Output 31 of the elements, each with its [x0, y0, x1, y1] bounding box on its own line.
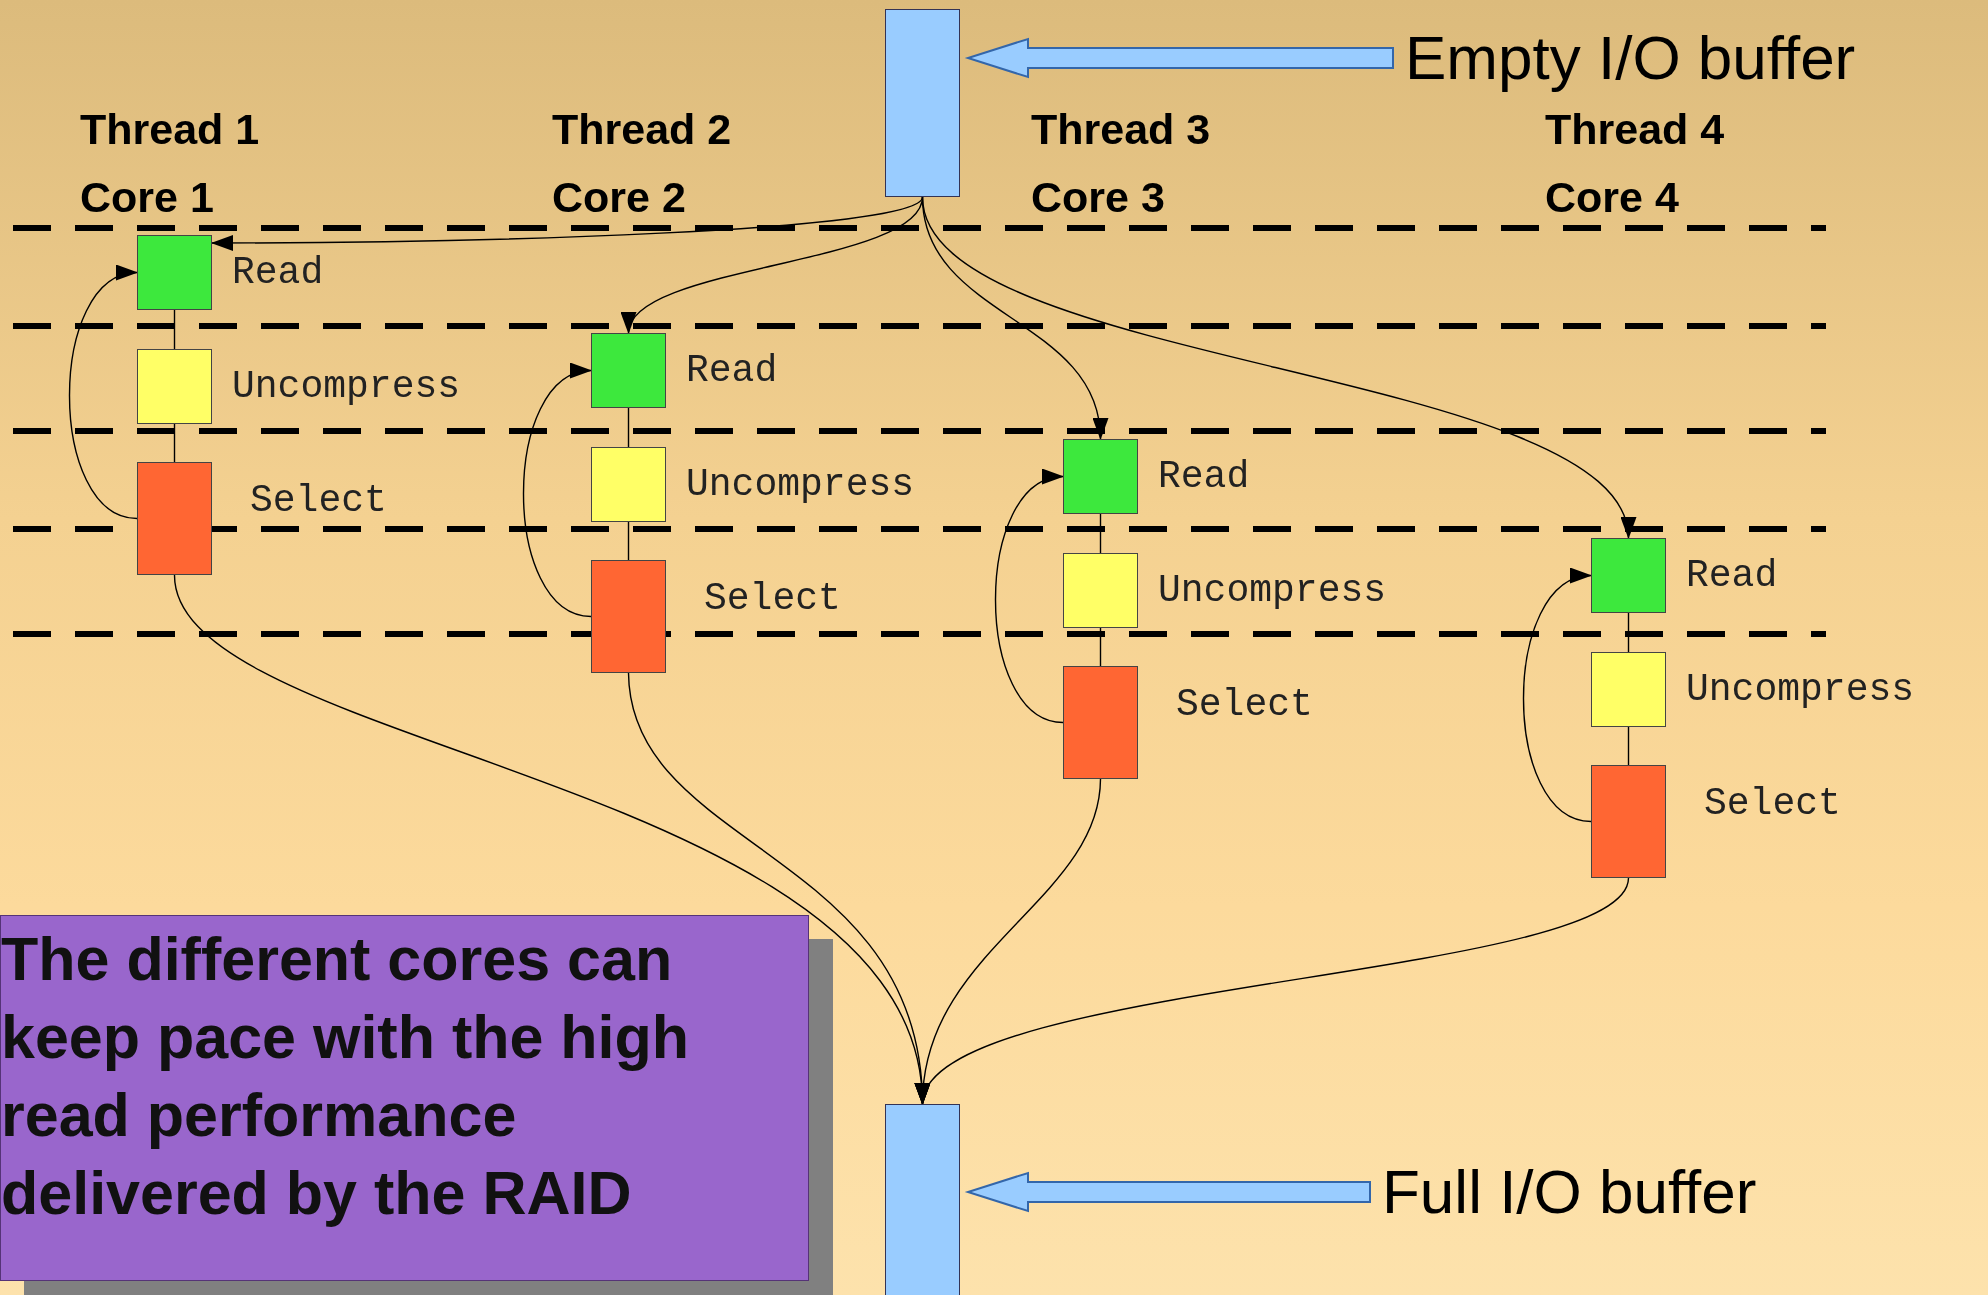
buffer-label: Empty I/O buffer [1405, 24, 1856, 93]
column-heading: Thread 2 [552, 108, 732, 151]
column-heading: Thread 4 [1545, 108, 1725, 151]
step-label: Select [250, 482, 387, 520]
connector-line [1099, 627, 1102, 667]
step-label: Select [704, 580, 841, 618]
step-label: Select [1704, 785, 1841, 823]
connector-line [627, 521, 630, 561]
step-label: Read [232, 253, 324, 292]
buffer-label: Full I/O buffer [1382, 1158, 1757, 1227]
note-text: The different cores can keep pace with the high read performance delivered by the RAID [1, 924, 691, 1229]
block-arrow [964, 1171, 1371, 1213]
connector-line [173, 309, 176, 350]
connector-line [627, 407, 630, 448]
column-heading: Thread 3 [1031, 108, 1211, 151]
step-label: Uncompress [232, 367, 461, 406]
step-label: Read [1686, 556, 1778, 595]
step-label: Uncompress [1158, 571, 1387, 610]
step-label: Uncompress [1686, 670, 1915, 709]
connector-line [173, 423, 176, 463]
step-label: Uncompress [686, 465, 915, 504]
column-heading: Thread 1 [80, 108, 260, 151]
block-arrow [964, 37, 1394, 79]
connector-line [1627, 612, 1630, 653]
step-label: Select [1176, 686, 1313, 724]
column-heading: Core 1 [80, 176, 214, 219]
buffer-bar [885, 1104, 960, 1295]
column-heading: Core 2 [552, 176, 686, 219]
buffer-bar [885, 9, 960, 197]
connector-line [1627, 726, 1630, 766]
step-label: Read [686, 351, 778, 390]
